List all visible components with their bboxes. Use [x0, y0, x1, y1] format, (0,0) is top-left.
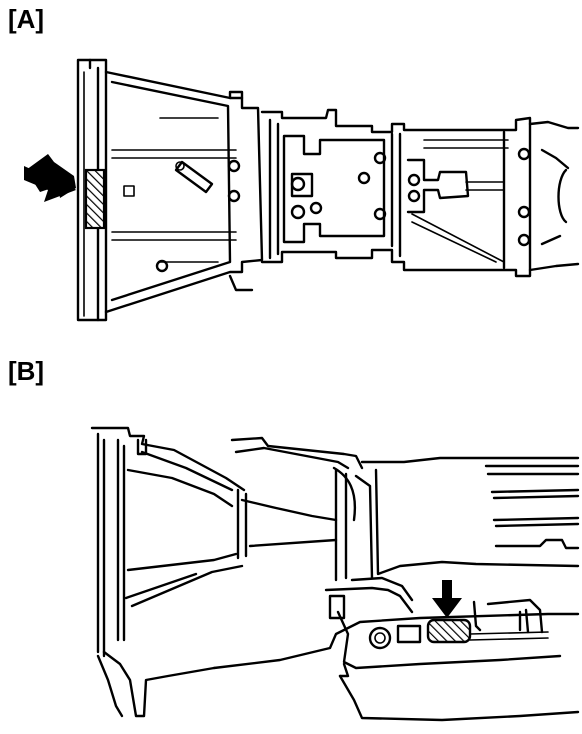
- extension-housing: [528, 120, 580, 272]
- arrow-down-icon: [432, 580, 462, 618]
- bellhousing-side: [90, 426, 246, 492]
- drain-plug: [368, 626, 392, 650]
- transmission-case: [260, 108, 532, 278]
- hatched-plate-icon: [84, 168, 106, 230]
- arrow-right-icon-shape: [24, 164, 76, 202]
- panel-a-label: [A]: [8, 4, 45, 34]
- bellhousing-body: [104, 70, 264, 314]
- transmission-lower-case: [212, 612, 580, 670]
- hatched-plate-b: [426, 618, 472, 644]
- panel-a-drawing: [24, 58, 580, 322]
- panel-b-drawing: [90, 426, 580, 722]
- panel-b-label: [B]: [8, 356, 45, 386]
